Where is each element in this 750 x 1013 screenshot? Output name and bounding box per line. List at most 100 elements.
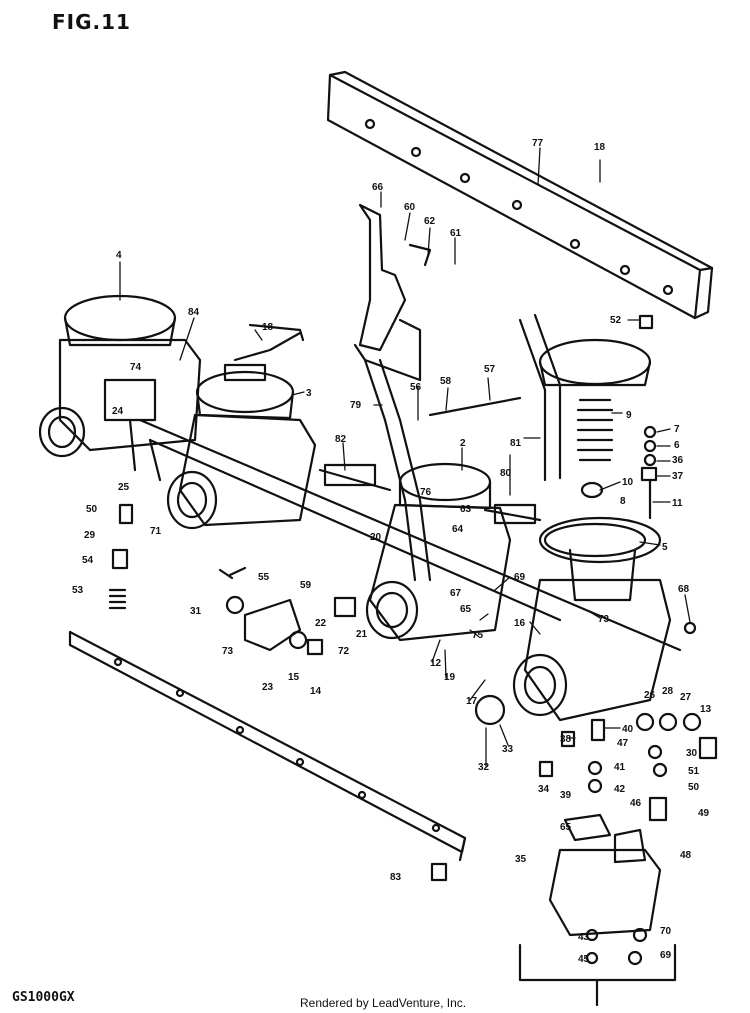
callout-c43: 43 [578, 932, 590, 943]
callout-c20: 20 [370, 532, 382, 543]
callout-c33: 33 [502, 744, 514, 755]
bottom-mounting-bar [68, 630, 467, 862]
callout-c45: 45 [578, 954, 590, 965]
callout-c56: 56 [410, 382, 422, 393]
callout-c36: 36 [672, 455, 684, 466]
callout-c18b: 18 [594, 142, 606, 153]
callout-c53: 53 [72, 585, 84, 596]
callout-c57: 57 [484, 364, 496, 375]
callout-c50b: 50 [688, 782, 700, 793]
callout-c50: 50 [86, 504, 98, 515]
callout-c63: 63 [460, 504, 472, 515]
callout-c26: 26 [644, 690, 656, 701]
callout-c37: 37 [672, 471, 684, 482]
callout-c18a: 18 [262, 322, 274, 333]
callout-c79: 79 [350, 400, 362, 411]
callout-c12: 12 [430, 658, 442, 669]
callout-c9: 9 [626, 410, 632, 421]
callout-c38: 38 [560, 734, 572, 745]
callout-c47: 47 [617, 738, 629, 749]
float-bowl [518, 813, 677, 1007]
callout-c76: 76 [420, 487, 432, 498]
model-code: GS1000GX [12, 990, 75, 1005]
callout-c71: 71 [150, 526, 162, 537]
callout-c58: 58 [440, 376, 452, 387]
callout-c52: 52 [610, 315, 622, 326]
callout-c31: 31 [190, 606, 202, 617]
callout-c39: 39 [560, 790, 572, 801]
fittings [248, 323, 537, 525]
callout-c59: 59 [300, 580, 312, 591]
callout-c29: 29 [84, 530, 96, 541]
callout-c13: 13 [700, 704, 712, 715]
callout-c60a: 60 [404, 202, 416, 213]
callout-c4: 4 [116, 250, 122, 261]
callout-c55: 55 [258, 572, 270, 583]
callout-c54: 54 [82, 555, 94, 566]
callout-c73a: 73 [222, 646, 234, 657]
callout-c7: 7 [674, 424, 680, 435]
callout-c80: 80 [500, 468, 512, 479]
callout-c81: 81 [510, 438, 522, 449]
cable-bracket [353, 203, 432, 382]
callout-c69b: 69 [660, 950, 672, 961]
callout-c69a: 69 [514, 572, 526, 583]
diaphragm-5 [543, 522, 647, 558]
vent-hose-81 [518, 313, 562, 482]
callout-c24: 24 [112, 406, 124, 417]
figure-title: FIG.11 [52, 10, 131, 34]
callout-c41: 41 [614, 762, 626, 773]
callout-c49: 49 [698, 808, 710, 819]
callout-c32: 32 [478, 762, 490, 773]
callout-c8: 8 [620, 496, 626, 507]
callout-c16: 16 [514, 618, 526, 629]
callout-c30: 30 [686, 748, 698, 759]
callout-c11: 11 [672, 498, 683, 509]
callout-c25: 25 [118, 482, 130, 493]
callout-c27: 27 [680, 692, 692, 703]
callout-c82: 82 [335, 434, 347, 445]
callout-c62: 62 [424, 216, 436, 227]
callout-c83: 83 [390, 872, 402, 883]
callout-c51: 51 [688, 766, 700, 777]
callout-c17: 17 [466, 696, 478, 707]
leader-lines [119, 147, 691, 767]
callout-c75: 75 [472, 630, 484, 641]
callout-c65: 65 [460, 604, 472, 615]
callout-labels: 4841837424257150295453315559732315142272… [72, 138, 712, 965]
callout-c65b: 65 [560, 822, 572, 833]
callout-c72: 72 [338, 646, 350, 657]
top-mounting-bar [326, 70, 714, 320]
callout-c34: 34 [538, 784, 550, 795]
callout-c68: 68 [678, 584, 690, 595]
callout-c14: 14 [310, 686, 322, 697]
callout-c23: 23 [262, 682, 274, 693]
callout-c22: 22 [315, 618, 327, 629]
callout-c77: 77 [532, 138, 544, 149]
small-parts [580, 314, 658, 520]
callout-c84: 84 [188, 307, 200, 318]
left-small-parts [108, 503, 357, 656]
callout-c3: 3 [306, 388, 312, 399]
callout-c67: 67 [450, 588, 462, 599]
callout-c48: 48 [680, 850, 692, 861]
credit-text: Rendered by LeadVenture, Inc. [300, 996, 467, 1010]
callout-c21: 21 [356, 629, 368, 640]
callout-c28: 28 [662, 686, 674, 697]
vent-hose-79 [363, 358, 432, 582]
callout-c15: 15 [288, 672, 300, 683]
screws [430, 621, 718, 966]
carburetor-2 [166, 331, 317, 530]
callout-c40: 40 [622, 724, 634, 735]
callout-c70: 70 [660, 926, 672, 937]
callout-c42: 42 [614, 784, 626, 795]
callout-c73b: 73 [598, 614, 610, 625]
carburetor-4 [512, 338, 672, 722]
callout-c10: 10 [622, 477, 634, 488]
callout-c66: 66 [372, 182, 384, 193]
callout-c74: 74 [130, 362, 142, 373]
carburetor-1 [38, 294, 202, 482]
callout-c35: 35 [515, 854, 527, 865]
callout-c2: 2 [460, 438, 466, 449]
callout-c46: 46 [630, 798, 642, 809]
